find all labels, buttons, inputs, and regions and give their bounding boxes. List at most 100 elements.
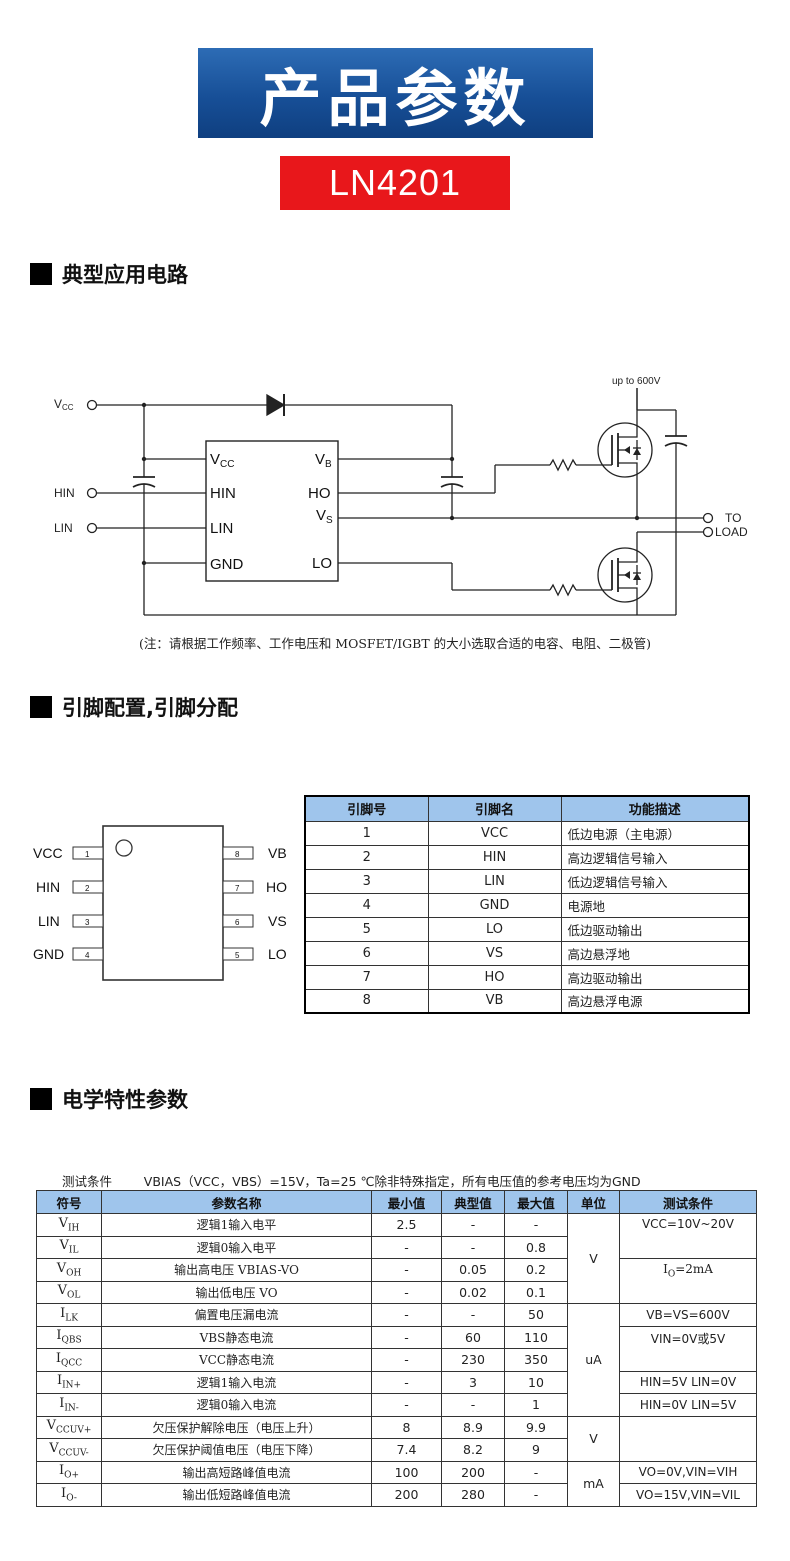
ic-lin-label: LIN [210, 520, 233, 537]
parameter-cell: VBS静态电流 [101, 1325, 372, 1349]
max-cell: 1 [504, 1393, 568, 1417]
column-header: 引脚名 [427, 795, 562, 822]
pin-number: 7 [304, 964, 429, 990]
table-row: VCCUV+ 欠压保护解除电压（电压上升） 8 8.9 9.9 V [36, 1415, 757, 1462]
test-conditions-note: 测试条件 VBIAS（VCC，VBS）=15V，Ta=25 ℃除非特殊指定，所有… [62, 1174, 641, 1189]
driver-ic-box [205, 440, 339, 582]
symbol-cell: VCCUV+ [36, 1415, 102, 1439]
unit-cell: mA [567, 1460, 620, 1507]
condition-cell: VCC=10V~20V [619, 1213, 757, 1259]
table-row: VIH 逻辑1输入电平 2.5 - - V VCC=10V~20V [36, 1213, 757, 1304]
svg-text:LIN: LIN [38, 913, 60, 929]
svg-text:7: 7 [235, 884, 240, 893]
typ-cell: 0.05 [441, 1258, 505, 1282]
application-circuit-diagram: VCC HIN LIN VCC HIN LIN GND VB HO VS LO … [54, 376, 748, 616]
pin-number: 6 [304, 940, 429, 966]
min-cell: 7.4 [371, 1438, 442, 1462]
max-cell: - [504, 1483, 568, 1507]
ic-lo-label: LO [312, 555, 332, 572]
svg-text:3: 3 [85, 918, 90, 927]
max-cell: 10 [504, 1370, 568, 1394]
section-title: 典型应用电路 [62, 263, 188, 287]
condition-cell: VB=VS=600V [619, 1303, 757, 1327]
gate-resistor-low-icon [549, 583, 577, 597]
pin-name: LIN [427, 868, 562, 894]
section-pin-config: 引脚配置,引脚分配 [30, 694, 238, 720]
parameter-cell: 输出低短路峰值电流 [101, 1483, 372, 1507]
parameter-cell: 逻辑0输入电平 [101, 1235, 372, 1259]
svg-text:1: 1 [85, 850, 90, 859]
symbol-cell: VIH [36, 1213, 102, 1237]
max-cell: 0.8 [504, 1235, 568, 1259]
table-row: IIN+ 逻辑1输入电流 - 3 10 HIN=5V LIN=0V [36, 1370, 757, 1394]
load-label-to: TO [725, 511, 741, 525]
symbol-cell: VOL [36, 1280, 102, 1304]
gate-resistor-high-icon [549, 458, 577, 472]
pin-description: 低边驱动输出 [560, 916, 750, 942]
pin-name: VB [427, 988, 562, 1014]
symbol-cell: IQCC [36, 1348, 102, 1372]
max-cell: 0.1 [504, 1280, 568, 1304]
condition-cell: VO=15V,VIN=VIL [619, 1483, 757, 1507]
ext-vcc-label: VCC [54, 397, 74, 412]
svg-text:LO: LO [268, 946, 287, 962]
min-cell: - [371, 1258, 442, 1282]
svg-text:VS: VS [268, 913, 287, 929]
pin-number: 2 [304, 844, 429, 870]
pin-name: HO [427, 964, 562, 990]
sop8-package-diagram: VCC 1 HIN 2 LIN 3 GND 4 8 VB 7 HO [33, 825, 287, 981]
svg-text:4: 4 [85, 951, 90, 960]
pin-name: VS [427, 940, 562, 966]
min-cell: - [371, 1280, 442, 1304]
typ-cell: 8.9 [441, 1415, 505, 1439]
pin-description: 高边悬浮电源 [560, 988, 750, 1014]
section-typical-circuit: 典型应用电路 [30, 261, 188, 287]
parameter-cell: 欠压保护阈值电压（电压下降） [101, 1438, 372, 1462]
max-cell: 0.2 [504, 1258, 568, 1282]
min-cell: 100 [371, 1460, 442, 1484]
condition-cell: IO=2mA [619, 1258, 757, 1304]
load-label-load: LOAD [715, 525, 748, 539]
symbol-cell: ILK [36, 1303, 102, 1327]
typ-cell: 60 [441, 1325, 505, 1349]
typ-cell: 3 [441, 1370, 505, 1394]
typ-cell: - [441, 1303, 505, 1327]
right-pin-6: 6 VS [222, 913, 287, 929]
ic-vs-label: VS [316, 507, 333, 526]
column-header: 最小值 [371, 1190, 442, 1214]
typ-cell: 0.02 [441, 1280, 505, 1304]
parameter-cell: 输出低电压 VO [101, 1280, 372, 1304]
min-cell: 200 [371, 1483, 442, 1507]
parameter-cell: 欠压保护解除电压（电压上升） [101, 1415, 372, 1439]
min-cell: - [371, 1235, 442, 1259]
pin-description: 低边电源（主电源） [560, 820, 750, 846]
table-row: VIL 逻辑0输入电平 - - 0.8 [36, 1235, 757, 1259]
table-row: IO+ 输出高短路峰值电流 100 200 - mA VO=0V,VIN=VIH [36, 1460, 757, 1507]
unit-cell: uA [567, 1303, 620, 1417]
hin-terminal [86, 487, 98, 499]
bootstrap-diode-icon [266, 393, 286, 417]
parameter-cell: 逻辑0输入电流 [101, 1393, 372, 1417]
svg-text:VCC: VCC [33, 845, 63, 861]
symbol-cell: IQBS [36, 1325, 102, 1349]
condition-cell: HIN=0V LIN=5V [619, 1393, 757, 1417]
svg-text:HO: HO [266, 879, 287, 895]
low-side-mosfet-icon [597, 547, 653, 603]
table-row: IQBS VBS静态电流 - 60 110 VIN=0V或5V [36, 1325, 757, 1372]
ic-gnd-label: GND [210, 556, 244, 573]
ic-vb-label: VB [315, 451, 332, 470]
parameter-cell: 输出高短路峰值电流 [101, 1460, 372, 1484]
pin-name: VCC [427, 820, 562, 846]
ic-hin-label: HIN [210, 485, 236, 502]
pin1-marker-icon [115, 839, 133, 857]
page-title: 产品参数 [198, 48, 593, 138]
svg-text:VB: VB [268, 845, 287, 861]
typ-cell: 230 [441, 1348, 505, 1372]
condition-cell: VO=0V,VIN=VIH [619, 1460, 757, 1484]
electrical-characteristics-table: 符号 参数名称 最小值 典型值 最大值 单位 测试条件 VIH 逻辑1输入电平 … [36, 1190, 757, 1507]
parameter-cell: 输出高电压 VBIAS-VO [101, 1258, 372, 1282]
